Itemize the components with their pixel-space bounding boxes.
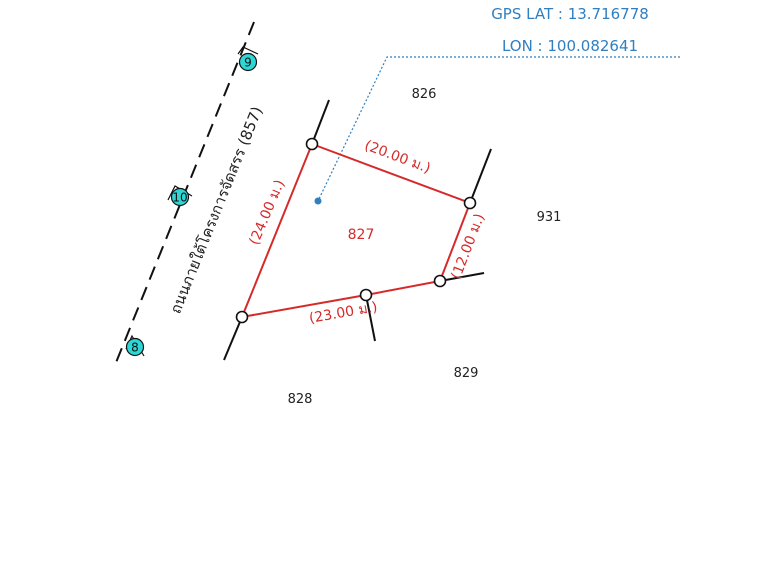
gps-point <box>314 197 322 205</box>
survey-marker-8-number: 8 <box>131 341 139 355</box>
dimension-top: (20.00 ม.) <box>362 138 432 177</box>
survey-marker-9-number: 9 <box>244 56 252 70</box>
parcel-east-label: 931 <box>537 210 562 225</box>
survey-marker-9: 9 <box>237 46 259 72</box>
dimension-left: (24.00 ม.) <box>246 177 288 247</box>
parcel-main-label: 827 <box>348 227 375 243</box>
boundary-corner-markers <box>235 137 477 324</box>
neighbour-boundary-lines <box>223 99 492 361</box>
dimension-right: (12.00 ม.) <box>448 211 488 281</box>
gps-leader-line <box>317 56 680 202</box>
survey-marker-10: 10 <box>167 185 193 207</box>
survey-marker-8: 8 <box>125 334 145 357</box>
gps-lat-text: GPS LAT : 13.716778 <box>491 5 649 23</box>
road-label: ถนนภายใต้โครงการจัดสรร (857) <box>166 104 266 316</box>
parcel-southwest-label: 828 <box>288 392 313 407</box>
parcel-north-label: 826 <box>412 87 437 102</box>
parcel-south-label: 829 <box>454 366 479 381</box>
survey-marker-10-number: 10 <box>172 191 187 205</box>
gps-lon-text: LON : 100.082641 <box>502 37 638 55</box>
parcel-827-boundary <box>240 142 472 319</box>
